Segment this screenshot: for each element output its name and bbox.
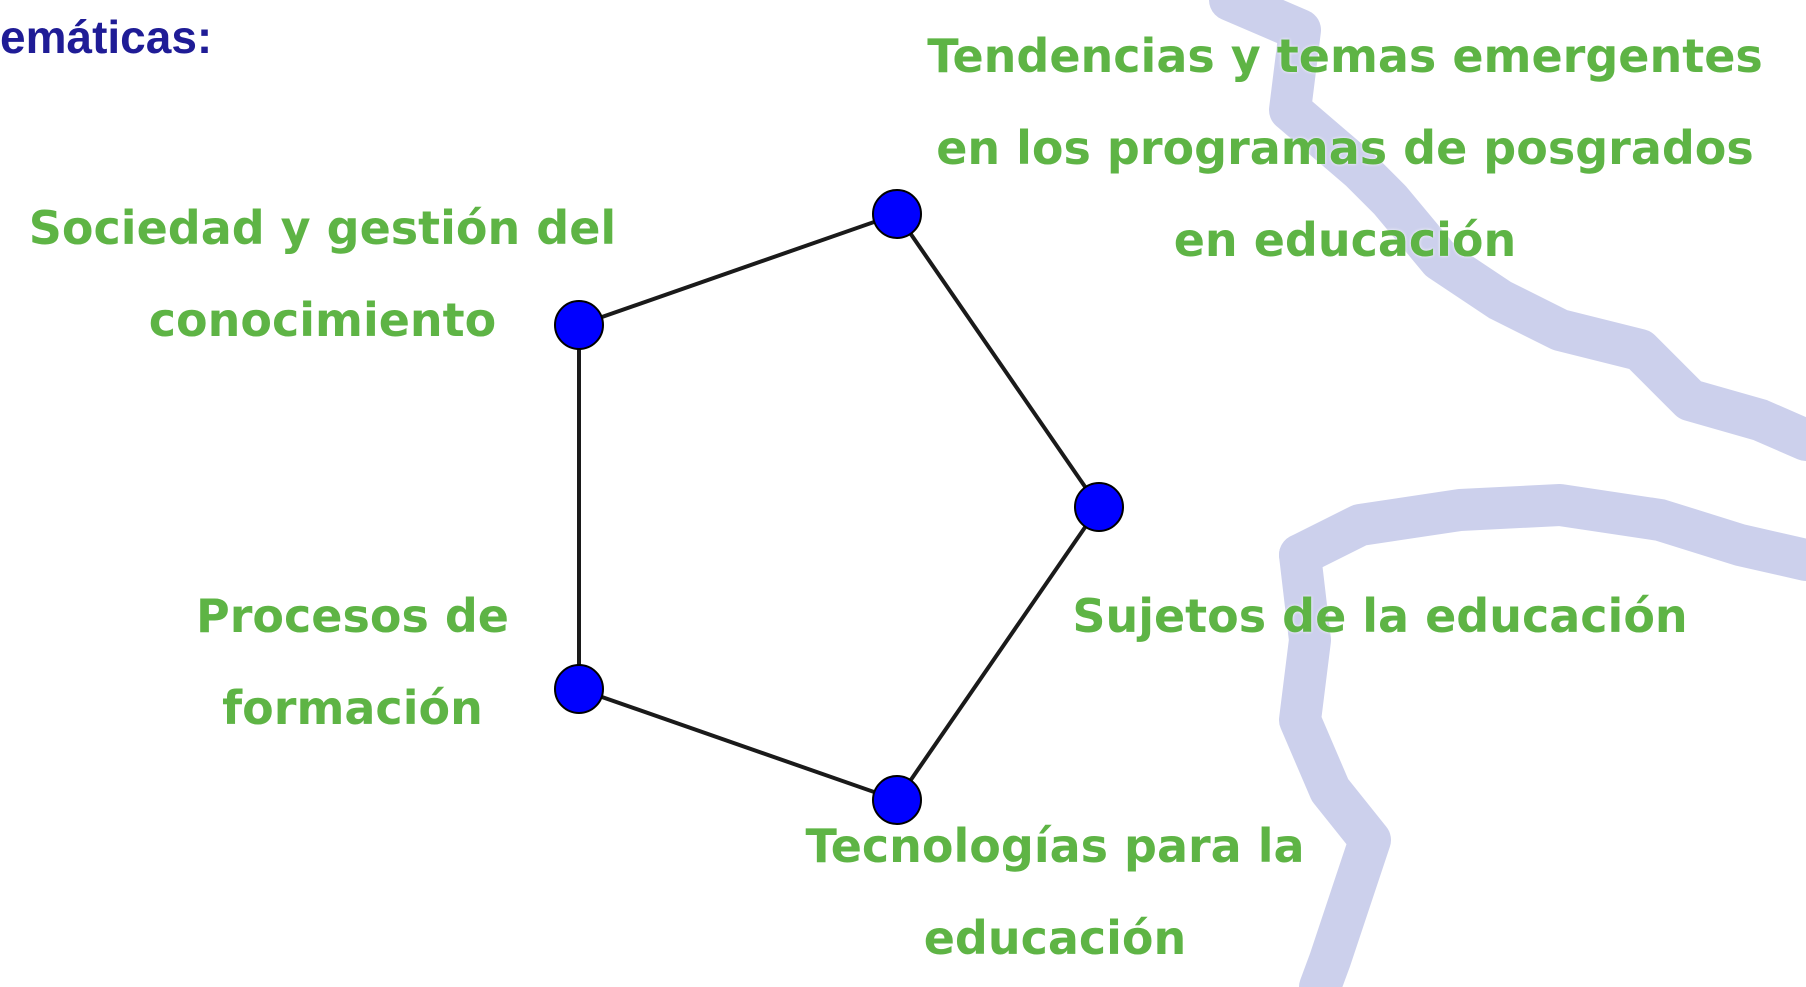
label-tendencias: Tendencias y temas emergentes en los pro… [885,10,1805,286]
label-tendencias-line-3: en educación [1173,213,1517,267]
label-sociedad: Sociedad y gestión del conocimiento [0,182,645,366]
map-border-lower [1279,534,1391,987]
node-tecnologias [872,775,922,825]
map-border-middle [1279,484,1806,581]
label-tendencias-line-2: en los programas de posgrados [936,121,1754,175]
label-tecnologias-line-2: educación [923,911,1187,965]
node-tendencias [872,189,922,239]
edge-tecnologias-procesos [578,687,898,802]
node-sociedad [554,300,604,350]
label-tendencias-line-1: Tendencias y temas emergentes [927,29,1763,83]
label-sujetos: Sujetos de la educación [1040,570,1720,662]
label-sociedad-line-2: conocimiento [148,293,497,347]
label-tecnologias-line-1: Tecnologías para la [805,819,1305,873]
edge-sujetos-tecnologias [895,505,1101,802]
edge-tendencias-sujetos [895,212,1101,509]
node-procesos [554,664,604,714]
edge-sociedad-tendencias [578,212,898,327]
section-heading: emáticas: [0,11,213,63]
edges [577,212,1101,802]
label-procesos-line-1: Procesos de [196,589,509,643]
map-border-upper [1209,0,1806,461]
label-sujetos-line-1: Sujetos de la educación [1072,589,1688,643]
label-procesos-line-2: formación [222,681,483,735]
label-sociedad-line-1: Sociedad y gestión del [28,201,617,255]
nodes [554,189,1124,825]
label-procesos: Procesos de formación [130,570,575,754]
node-sujetos [1074,482,1124,532]
label-tecnologias: Tecnologías para la educación [770,800,1340,984]
